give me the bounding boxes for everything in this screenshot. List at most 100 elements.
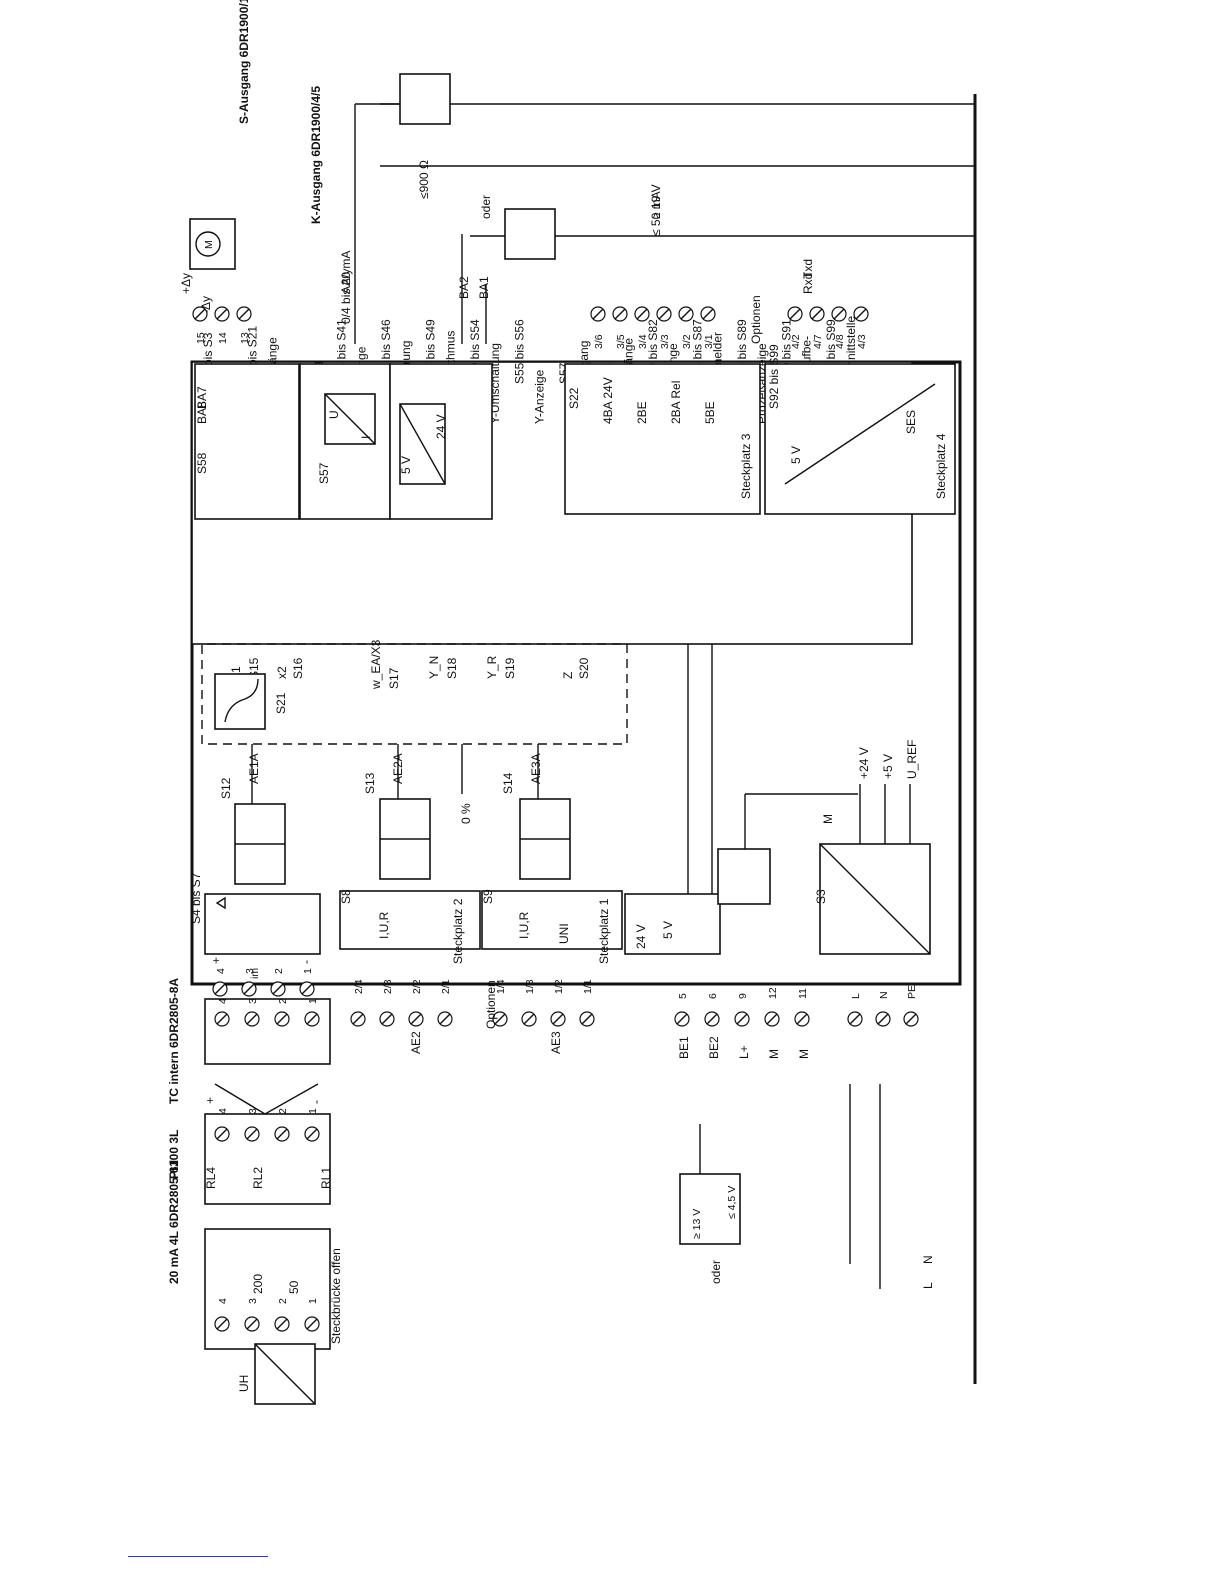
svg-text:Y_R: Y_R — [485, 655, 499, 679]
svg-text:-: - — [299, 960, 313, 964]
terminal-label: 1 — [307, 1108, 319, 1114]
terminal-label: 14 — [217, 332, 229, 344]
svg-text:Z: Z — [561, 672, 575, 679]
slot3-line: 2BA Rel — [669, 381, 683, 424]
svg-text:+Δy: +Δy — [179, 273, 193, 294]
svg-text:S21: S21 — [274, 692, 288, 714]
svg-text:RL2: RL2 — [251, 1167, 265, 1189]
svg-text:-Δy: -Δy — [199, 296, 213, 314]
svg-text:Rxd: Rxd — [801, 273, 815, 294]
svg-text:BA8: BA8 — [195, 401, 209, 424]
svg-text:I,U,R: I,U,R — [517, 911, 531, 939]
svg-text:≤ 4,5 V: ≤ 4,5 V — [726, 1186, 738, 1219]
svg-text:S8: S8 — [339, 889, 353, 904]
svg-text:SES: SES — [904, 410, 918, 434]
svg-text:L: L — [921, 1282, 935, 1289]
terminal-label: 1 — [307, 1298, 319, 1304]
svg-text:+: + — [203, 1097, 217, 1104]
terminal-label: 4/8 — [834, 334, 846, 349]
svg-text:K-Ausgang 6DR1900/4/5: K-Ausgang 6DR1900/4/5 — [309, 86, 323, 224]
svg-text:S92 bis S99: S92 bis S99 — [767, 344, 781, 409]
terminal-label: 5 — [677, 993, 689, 999]
svg-text:≤ 50 mA: ≤ 50 mA — [649, 191, 663, 236]
relay-block — [504, 208, 556, 260]
svg-text:S-Ausgang 6DR1900/1/2: S-Ausgang 6DR1900/1/2 — [237, 0, 251, 124]
terminal-label: PE — [906, 985, 918, 999]
terminal-label: 3/3 — [659, 334, 671, 349]
svg-text:Steckplatz 1: Steckplatz 1 — [597, 898, 611, 964]
svg-text:S3: S3 — [814, 889, 828, 904]
svg-text:200: 200 — [251, 1274, 265, 1294]
svg-text:AA/y: AA/y — [339, 269, 353, 294]
svg-text:S13: S13 — [363, 772, 377, 794]
terminal-label: 1/4 — [495, 979, 507, 994]
svg-text:5 V: 5 V — [661, 921, 675, 939]
terminal-label: 6 — [707, 993, 719, 999]
threshold-block — [679, 1173, 741, 1245]
terminal-label: 1 — [302, 968, 314, 974]
svg-text:I,U,R: I,U,R — [377, 911, 391, 939]
svg-text:Txd: Txd — [801, 259, 815, 279]
be-label: M — [767, 1049, 781, 1059]
svg-text:BA7: BA7 — [195, 386, 209, 409]
terminal-label: 2/3 — [382, 979, 394, 994]
svg-text:≤900 Ω: ≤900 Ω — [417, 160, 431, 199]
ae1-amp-block — [204, 893, 321, 955]
svg-text:AE3A: AE3A — [529, 753, 543, 784]
svg-text:I: I — [359, 436, 373, 439]
terminal-label: 3 — [247, 998, 259, 1004]
footer-link-line — [128, 1556, 268, 1557]
load-resistor-block — [399, 73, 451, 125]
svg-text:U: U — [327, 410, 341, 419]
svg-text:RL1: RL1 — [319, 1167, 333, 1189]
terminal-label: 1/1 — [582, 979, 594, 994]
ae2-option-block — [339, 890, 481, 950]
be-label: L+ — [737, 1045, 751, 1059]
terminal-label: 4/7 — [812, 334, 824, 349]
svg-text:S16: S16 — [291, 657, 305, 679]
slot4-block — [764, 363, 956, 515]
terminal-label: 4 — [215, 968, 227, 974]
signal-labels: x1 S15 x2 S16 w_EA/X3 S17 Y_N S18 Y_R S1… — [229, 639, 591, 690]
svg-text:50: 50 — [287, 1280, 301, 1294]
terminal-label: 2 — [277, 998, 289, 1004]
svg-text:S58: S58 — [195, 452, 209, 474]
svg-text:S19: S19 — [503, 657, 517, 679]
terminal-label: 2 — [273, 968, 285, 974]
svg-text:+24 V: +24 V — [857, 747, 871, 779]
terminal-label: 4/2 — [790, 334, 802, 349]
svg-text:UH: UH — [237, 1375, 251, 1392]
svg-text:BA1: BA1 — [477, 276, 491, 299]
signal-frame — [201, 643, 628, 745]
svg-text:S57: S57 — [317, 462, 331, 484]
svg-text:Steckplatz 3: Steckplatz 3 — [739, 433, 753, 499]
l-plus-switch-block — [717, 848, 771, 905]
svg-text:0/4 bis 20 mA: 0/4 bis 20 mA — [339, 251, 353, 324]
svg-text:≥ 13 V: ≥ 13 V — [691, 1209, 703, 1239]
svg-text:+: + — [209, 957, 223, 964]
svg-text:RL4: RL4 — [204, 1167, 218, 1189]
svg-text:0 %: 0 % — [459, 803, 473, 824]
pt100-block — [204, 1113, 331, 1205]
terminal-label: 11 — [797, 988, 809, 999]
svg-text:S9: S9 — [481, 889, 495, 904]
svg-text:Steckbrücke offen: Steckbrücke offen — [329, 1248, 343, 1344]
terminal-label: 1/3 — [524, 979, 536, 994]
terminal-label: 4 — [217, 1298, 229, 1304]
terminal-label: 1 — [307, 998, 319, 1004]
be-level-block — [624, 893, 721, 955]
be-label: BE2 — [707, 1036, 721, 1059]
svg-text:S14: S14 — [501, 772, 515, 794]
svg-text:S4 bis S7: S4 bis S7 — [189, 872, 203, 924]
svg-text:w_EA/X3: w_EA/X3 — [369, 639, 383, 690]
slot3-line: 5BE — [703, 401, 717, 424]
terminal-label: 13 — [239, 332, 251, 344]
svg-text:AE1A: AE1A — [247, 753, 261, 784]
svg-text:5 V: 5 V — [399, 456, 413, 474]
